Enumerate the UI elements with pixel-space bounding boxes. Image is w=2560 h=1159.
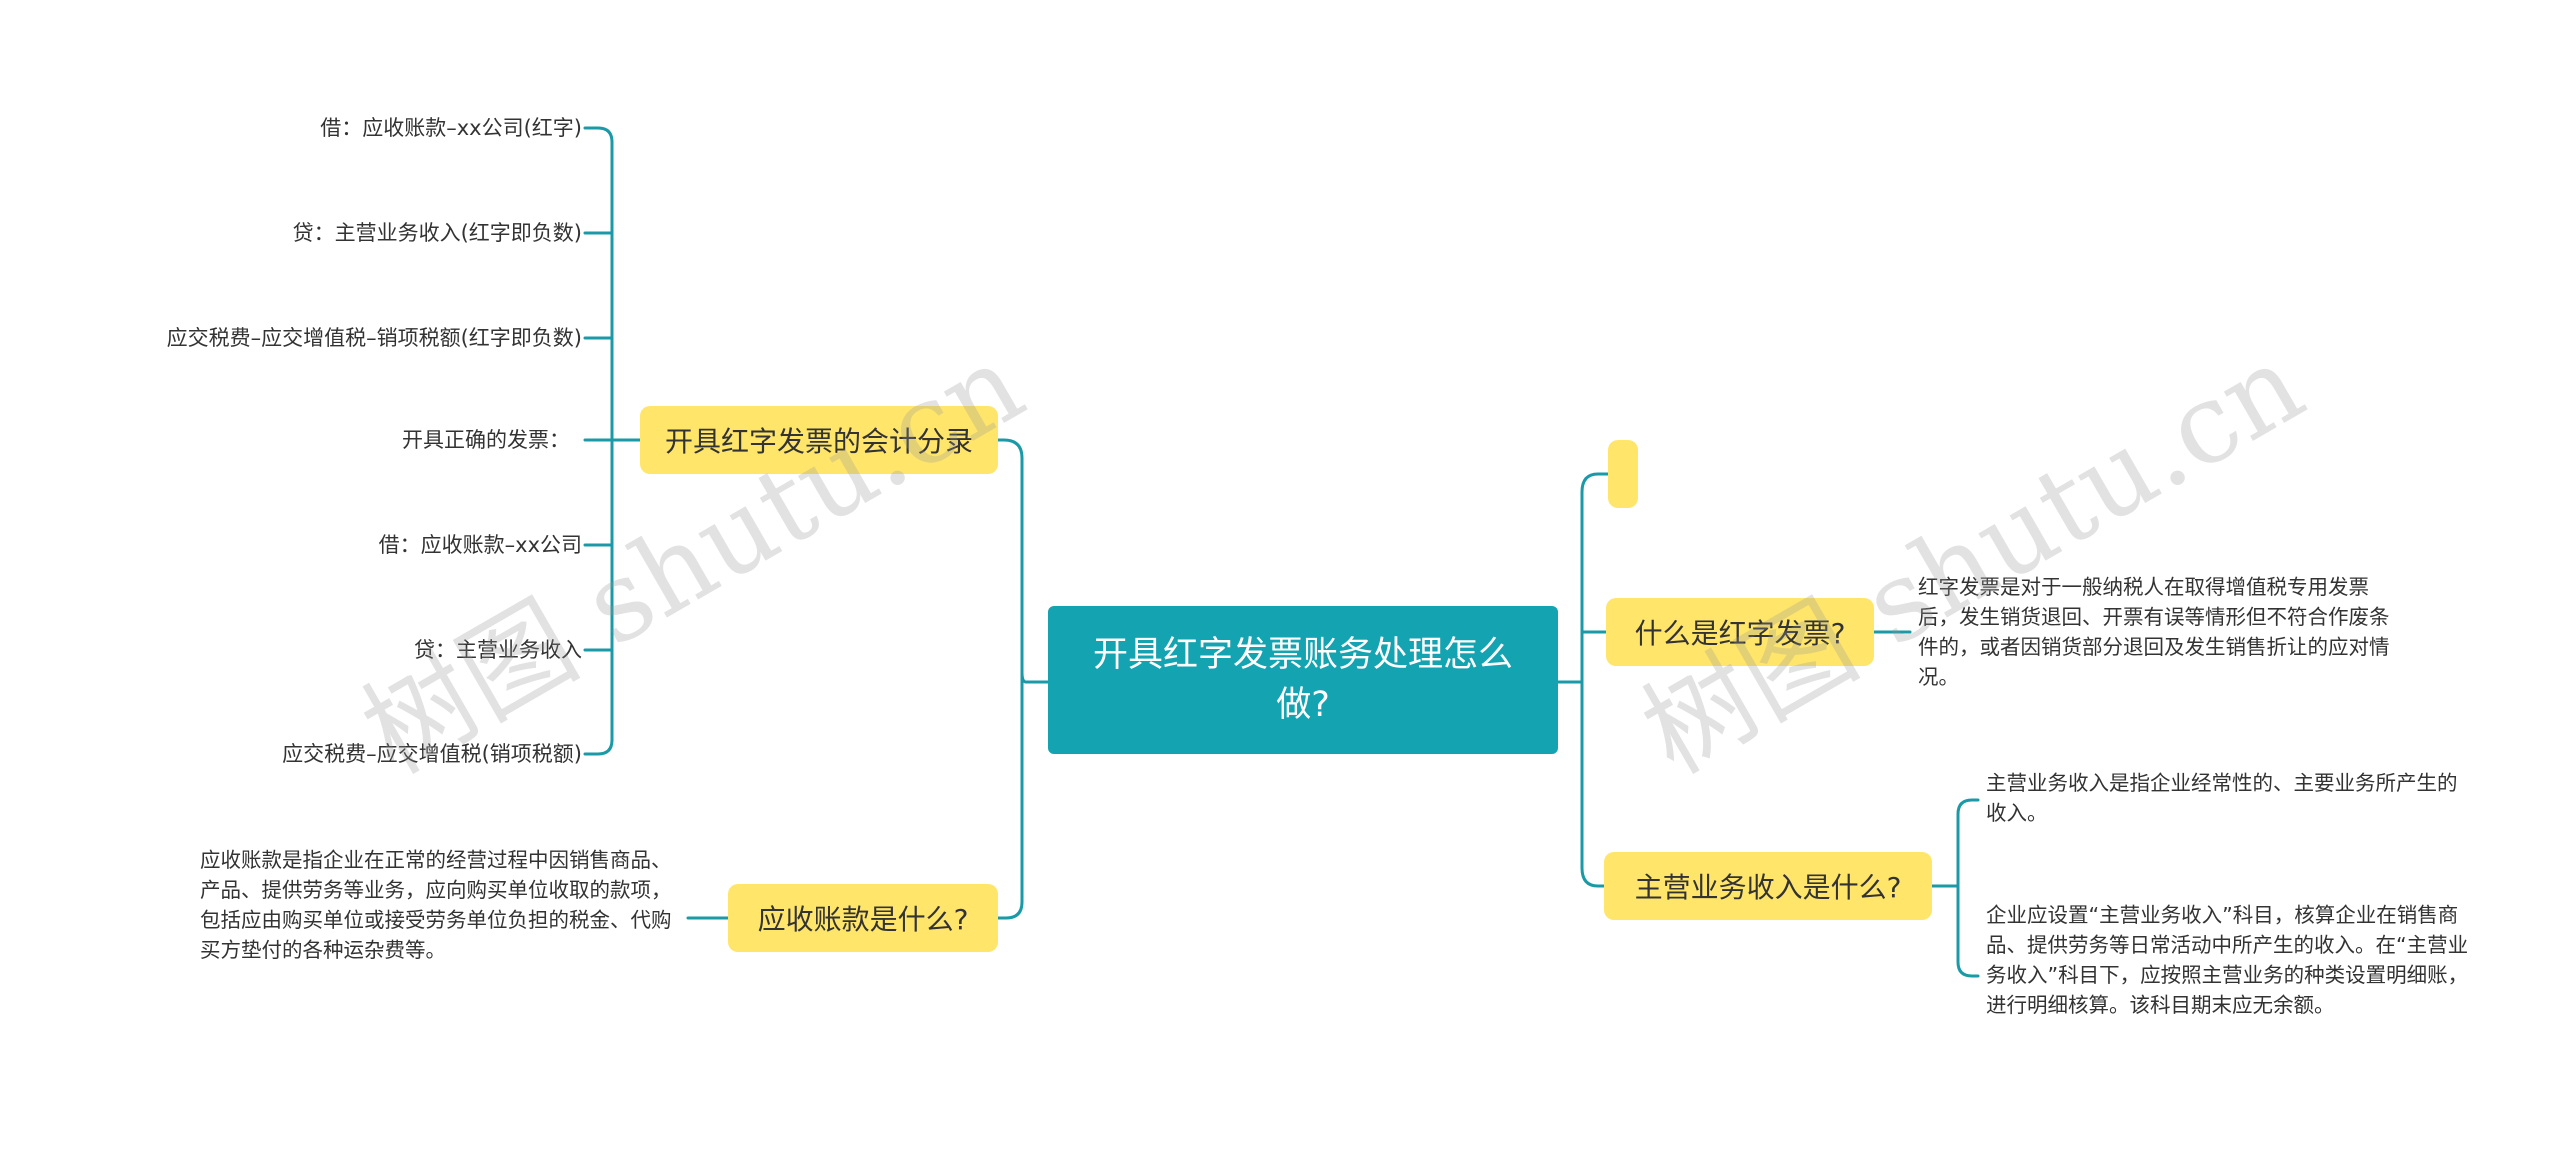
root-node[interactable]: 开具红字发票账务处理怎么做? [1048, 606, 1558, 754]
main-revenue-description-2: 企业应设置“主营业务收入”科目，核算企业在销售商品、提供劳务等日常活动中所产生的… [1986, 903, 2469, 1017]
entry-leaf: 开具正确的发票： [402, 428, 570, 452]
branch-main-revenue[interactable]: 主营业务收入是什么? [1604, 852, 1932, 920]
receivable-description: 应收账款是指企业在正常的经营过程中因销售商品、产品、提供劳务等业务，应向购买单位… [200, 848, 672, 962]
branch-label: 开具红字发票的会计分录 [664, 425, 973, 458]
branch-empty[interactable] [1608, 440, 1638, 508]
branch-label: 应收账款是什么? [757, 903, 969, 936]
entry-leaf: 借：应收账款–xx公司(红字) [320, 116, 582, 140]
main-revenue-description-1: 主营业务收入是指企业经常性的、主要业务所产生的收入。 [1986, 771, 2458, 825]
red-invoice-description: 红字发票是对于一般纳税人在取得增值税专用发票后，发生销货退回、开票有误等情形但不… [1918, 575, 2390, 689]
branch-label: 什么是红字发票? [1634, 617, 1846, 650]
branch-receivable[interactable]: 应收账款是什么? [728, 884, 998, 952]
root-title: 开具红字发票账务处理怎么做? [1092, 635, 1513, 725]
branch-label: 主营业务收入是什么? [1634, 871, 1902, 904]
branch-accounting-entries[interactable]: 开具红字发票的会计分录 [640, 406, 998, 474]
entry-leaf: 贷：主营业务收入 [414, 638, 582, 662]
branch-red-invoice[interactable]: 什么是红字发票? [1606, 598, 1874, 666]
entry-leaf: 应交税费–应交增值税–销项税额(红字即负数) [166, 326, 582, 350]
entry-leaf: 借：应收账款–xx公司 [378, 533, 582, 557]
entry-leaf: 贷：主营业务收入(红字即负数) [292, 221, 582, 245]
entry-leaf: 应交税费–应交增值税(销项税额) [282, 742, 582, 766]
